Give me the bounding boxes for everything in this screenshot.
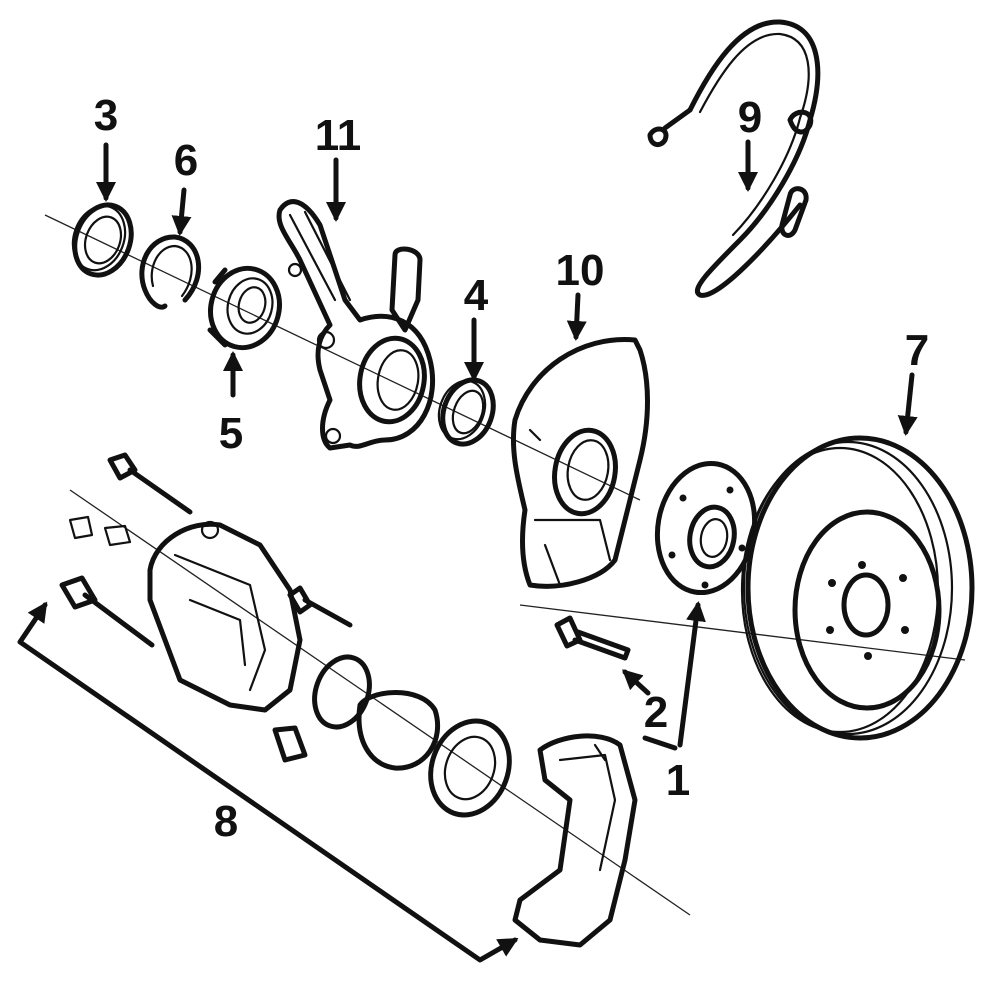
seal-part-3 xyxy=(71,202,134,278)
seal-part-4 xyxy=(437,377,496,447)
arrow-1b xyxy=(642,735,678,751)
callout-10: 10 xyxy=(556,246,605,295)
brake-hose-part-9 xyxy=(647,19,821,298)
callout-8: 8 xyxy=(214,797,238,846)
arrow-8 xyxy=(17,601,519,963)
callout-7: 7 xyxy=(905,326,929,375)
callout-labels: 3 6 11 5 4 10 9 7 2 1 8 xyxy=(94,91,929,846)
callout-4: 4 xyxy=(464,271,489,320)
arrow-2 xyxy=(622,669,651,696)
callout-9: 9 xyxy=(738,93,762,142)
arrow-6 xyxy=(171,187,192,236)
arrow-1a xyxy=(677,601,706,748)
wheel-bearing-part-5 xyxy=(207,265,282,351)
arrow-10 xyxy=(566,292,587,341)
callout-6: 6 xyxy=(174,136,198,185)
callout-5: 5 xyxy=(219,409,243,458)
axis-lines xyxy=(44,214,966,916)
callout-11: 11 xyxy=(315,111,362,160)
brake-rotor-part-7 xyxy=(740,435,975,741)
callout-3: 3 xyxy=(94,91,118,140)
callout-2: 2 xyxy=(644,688,668,737)
callout-1: 1 xyxy=(666,756,690,805)
arrow-7 xyxy=(897,372,918,436)
steering-knuckle-part-11 xyxy=(276,199,436,451)
snap-ring-part-6 xyxy=(139,234,202,310)
wheel-stud-part-2 xyxy=(554,615,631,661)
leader-arrows xyxy=(17,139,918,963)
splash-shield-part-10 xyxy=(510,337,650,589)
